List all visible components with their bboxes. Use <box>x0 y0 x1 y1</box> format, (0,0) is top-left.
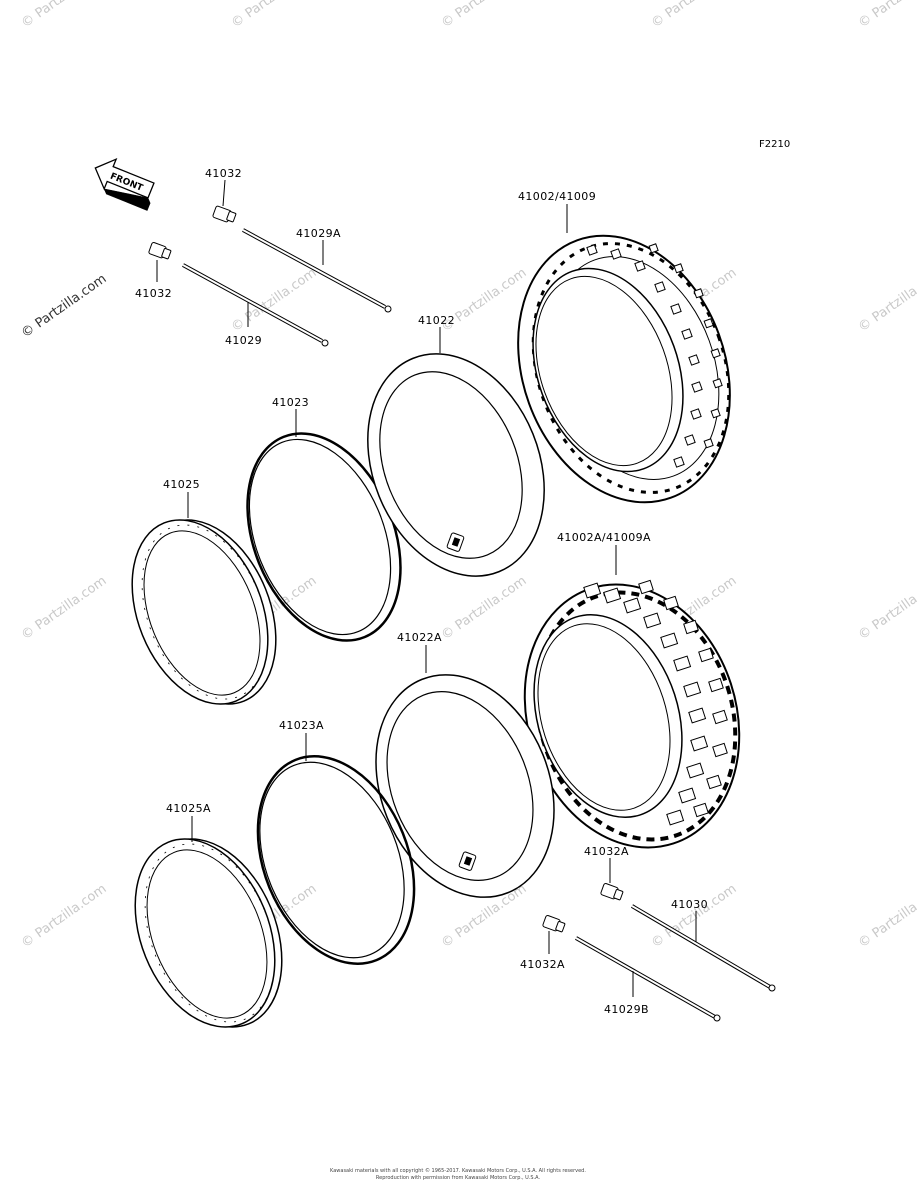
watermark: © Partzilla.com <box>439 0 530 31</box>
part-label-41002-41009: 41002/41009 <box>518 190 596 203</box>
part-label-41022A: 41022A <box>397 631 442 644</box>
tube-41022A <box>375 674 555 898</box>
part-label-41032A-bottom: 41032A <box>520 958 565 971</box>
watermark: © Partzilla.com <box>19 881 110 951</box>
part-label-41029B: 41029B <box>604 1003 649 1016</box>
part-label-41023A: 41023A <box>279 719 324 732</box>
watermark: © Partzilla.com <box>19 0 110 31</box>
watermark: © Partzilla.com <box>856 573 917 643</box>
part-label-41032: 41032 <box>205 167 242 180</box>
watermark: © Partzilla.com <box>19 271 110 341</box>
watermark: © Partzilla.com <box>19 573 110 643</box>
tire-41002A-41009A <box>523 579 741 849</box>
tire-41002-41009 <box>517 234 731 504</box>
rim-41025A <box>134 838 283 1028</box>
spoke-41029A <box>242 228 392 313</box>
spoke-41029 <box>182 263 329 347</box>
part-label-41032-left: 41032 <box>135 287 172 300</box>
part-label-41030: 41030 <box>671 898 708 911</box>
watermark: © Partzilla.com <box>229 265 320 335</box>
rim-41025 <box>131 519 277 705</box>
watermark: © Partzilla.com <box>439 573 530 643</box>
part-label-41025: 41025 <box>163 478 200 491</box>
tube-41022 <box>367 353 545 577</box>
spoke-41029B <box>575 936 721 1022</box>
footer-copyright: Kawasaki materials with all copyright © … <box>330 1167 586 1174</box>
valve-nut-41032A-bottom <box>542 915 566 933</box>
part-label-41029A: 41029A <box>296 227 341 240</box>
part-label-41002A-41009A: 41002A/41009A <box>557 531 651 544</box>
footer-permission: Reproduction with permission from Kawasa… <box>376 1175 541 1181</box>
watermark: © Partzilla.com <box>229 0 320 31</box>
valve-nut-41032-top <box>212 205 237 223</box>
part-label-41032A-top: 41032A <box>584 845 629 858</box>
watermark: © Partzilla.com <box>856 265 917 335</box>
valve-nut-41032-left <box>148 242 172 260</box>
watermark: © Partzilla.com <box>856 881 917 951</box>
valve-nut-41032A-top <box>600 883 624 901</box>
front-arrow-icon: FRONT <box>94 157 155 211</box>
rim-band-41023A <box>256 755 416 965</box>
watermark: © Partzilla.com <box>856 0 917 31</box>
diagram-code: F2210 <box>759 139 790 150</box>
part-label-41025A: 41025A <box>166 802 211 815</box>
part-label-41022: 41022 <box>418 314 455 327</box>
part-label-41023: 41023 <box>272 396 309 409</box>
spoke-41030 <box>630 904 776 992</box>
part-label-41029: 41029 <box>225 334 262 347</box>
watermark: © Partzilla.com <box>649 0 740 31</box>
